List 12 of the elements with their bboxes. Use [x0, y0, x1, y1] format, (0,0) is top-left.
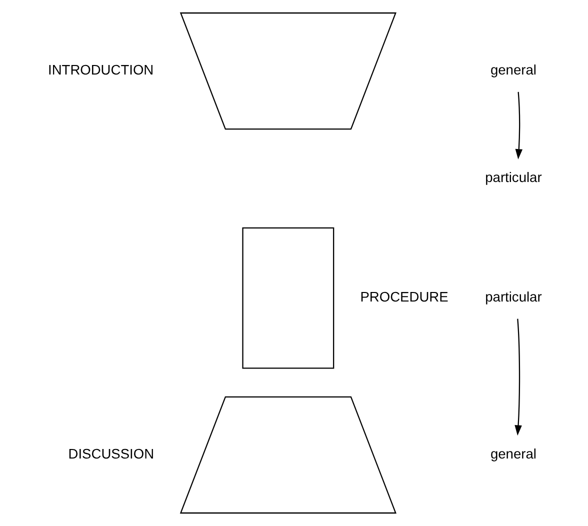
node-label: DISCUSSION — [68, 446, 154, 462]
node-text: particular — [484, 170, 542, 186]
arrow — [514, 318, 522, 436]
node-label: PROCEDURE — [360, 290, 448, 305]
node-text: general — [490, 62, 536, 78]
arrow — [514, 92, 522, 160]
node-trapezoid — [179, 12, 396, 130]
node-box — [242, 227, 334, 369]
node-text: general — [490, 446, 536, 462]
node-trapezoid — [179, 396, 396, 514]
node-text: particular — [484, 290, 542, 305]
node-label: INTRODUCTION — [47, 62, 154, 78]
